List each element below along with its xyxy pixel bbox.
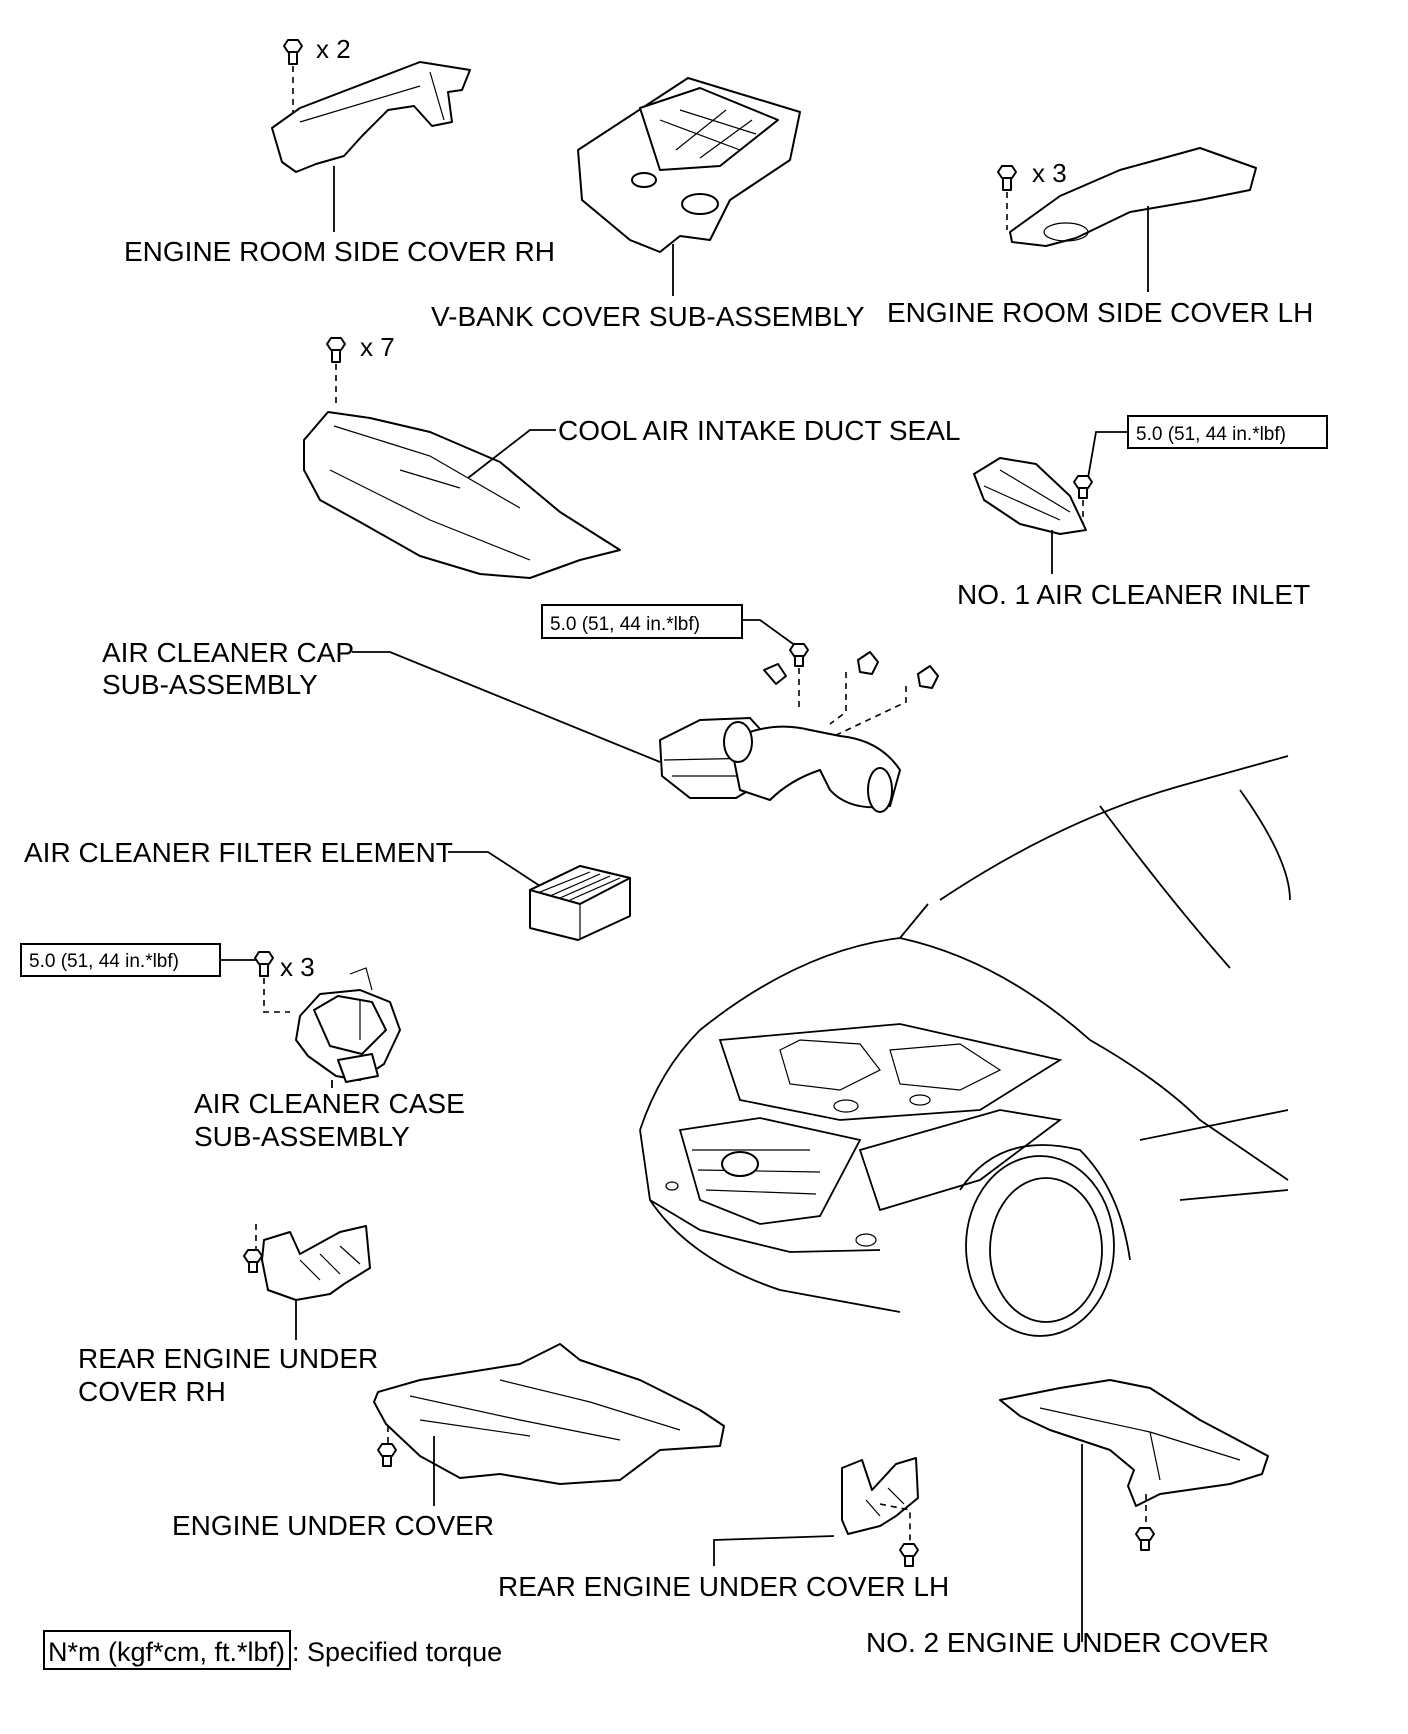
label-rear-engine-under-cover-lh: REAR ENGINE UNDER COVER LH [498, 1571, 949, 1602]
bolt-icon [243, 1249, 263, 1273]
rear-engine-under-cover-lh: REAR ENGINE UNDER COVER LH [498, 1457, 949, 1602]
count-side-cover-rh: x 2 [316, 34, 351, 64]
label-air-cleaner-filter-element: AIR CLEANER FILTER ELEMENT [24, 837, 453, 868]
bolt-icon [377, 1443, 397, 1467]
label-engine-under-cover: ENGINE UNDER COVER [172, 1510, 494, 1541]
label-no2-engine-under-cover: NO. 2 ENGINE UNDER COVER [866, 1627, 1269, 1658]
label-air-cleaner-cap-line2: SUB-ASSEMBLY [102, 669, 318, 700]
v-bank-cover: V-BANK COVER SUB-ASSEMBLY [431, 77, 865, 332]
label-engine-room-side-cover-lh: ENGINE ROOM SIDE COVER LH [887, 297, 1313, 328]
label-air-cleaner-case-line1: AIR CLEANER CASE [194, 1088, 465, 1119]
label-rear-engine-under-cover-rh-line2: COVER RH [78, 1376, 226, 1407]
bolt-icon [283, 39, 303, 65]
torque-box-case [20, 943, 221, 977]
engine-room-side-cover-rh: x 2 ENGINE ROOM SIDE COVER RH [124, 34, 555, 267]
torque-legend: N*m (kgf*cm, ft.*lbf) : Specified torque [43, 1630, 502, 1670]
lexus-emblem-icon [721, 1151, 759, 1177]
torque-box-cap [541, 604, 743, 639]
label-no1-air-cleaner-inlet: NO. 1 AIR CLEANER INLET [957, 579, 1310, 610]
air-cleaner-case: 5.0 (51, 44 in.*lbf) x 3 AIR CLEANER CAS… [20, 943, 465, 1152]
bolt-icon [1135, 1527, 1155, 1551]
no1-air-cleaner-inlet: 5.0 (51, 44 in.*lbf) NO. 1 AIR CLEANER I… [957, 415, 1328, 610]
rear-engine-under-cover-rh: REAR ENGINE UNDER COVER RH [78, 1224, 378, 1407]
air-cleaner-cap: 5.0 (51, 44 in.*lbf) AIR CLEANER CAP SUB… [102, 604, 939, 813]
label-v-bank-cover: V-BANK COVER SUB-ASSEMBLY [431, 301, 865, 332]
torque-inlet: 5.0 (51, 44 in.*lbf) [1136, 424, 1286, 445]
bolt-icon [899, 1543, 919, 1567]
vehicle-front-illustration [639, 755, 1291, 1337]
legend-description: : Specified torque [292, 1637, 502, 1667]
count-duct-seal: x 7 [360, 332, 395, 362]
label-air-cleaner-cap-line1: AIR CLEANER CAP [102, 637, 354, 668]
count-air-cleaner-case: x 3 [280, 952, 315, 982]
air-cleaner-filter-element: AIR CLEANER FILTER ELEMENT [24, 837, 631, 941]
engine-under-cover: ENGINE UNDER COVER [172, 1343, 725, 1541]
label-engine-room-side-cover-rh: ENGINE ROOM SIDE COVER RH [124, 236, 555, 267]
legend-torque-box [43, 1630, 291, 1670]
torque-cap: 5.0 (51, 44 in.*lbf) [550, 614, 700, 635]
cool-air-intake-duct-seal: x 7 COOL AIR INTAKE DUCT SEAL [303, 332, 960, 579]
label-rear-engine-under-cover-rh-line1: REAR ENGINE UNDER [78, 1343, 378, 1374]
bolt-icon [1073, 475, 1093, 499]
label-cool-air-intake-duct-seal: COOL AIR INTAKE DUCT SEAL [558, 415, 960, 446]
torque-case: 5.0 (51, 44 in.*lbf) [29, 951, 179, 972]
engine-room-side-cover-lh: x 3 ENGINE ROOM SIDE COVER LH [887, 147, 1313, 328]
bolt-icon [789, 643, 809, 667]
legend-box-text: N*m (kgf*cm, ft.*lbf) [48, 1637, 285, 1667]
bolt-icon [326, 337, 346, 363]
label-air-cleaner-case-line2: SUB-ASSEMBLY [194, 1121, 410, 1152]
count-side-cover-lh: x 3 [1032, 158, 1067, 188]
no2-engine-under-cover: NO. 2 ENGINE UNDER COVER [866, 1379, 1269, 1658]
bolt-icon [254, 951, 274, 977]
bolt-icon [997, 165, 1017, 191]
